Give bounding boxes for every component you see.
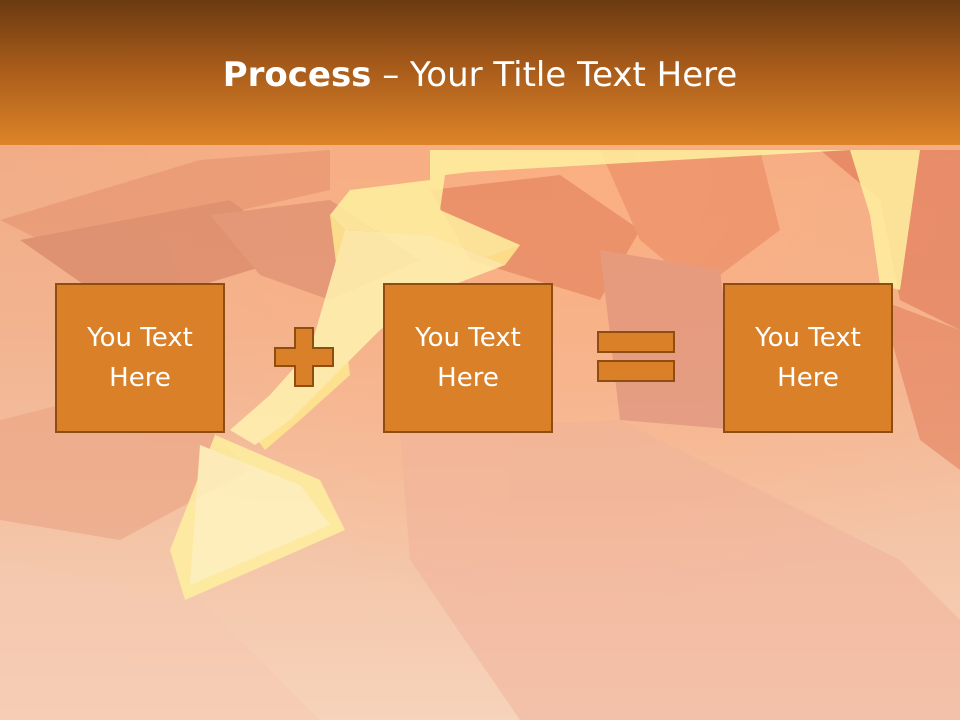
title-rest-text: – Your Title Text Here — [371, 55, 738, 95]
process-box-1[interactable]: You Text Here — [55, 283, 225, 433]
title-bold-text: Process — [222, 55, 372, 95]
title-bar: Process – Your Title Text Here — [0, 0, 960, 145]
plus-icon — [274, 327, 334, 387]
process-box-3-label: You Text Here — [755, 323, 861, 393]
process-box-3[interactable]: You Text Here — [723, 283, 893, 433]
equals-icon — [597, 331, 675, 382]
process-box-1-label: You Text Here — [87, 323, 193, 393]
process-box-2-label: You Text Here — [415, 323, 521, 393]
process-box-2[interactable]: You Text Here — [383, 283, 553, 433]
slide-title: Process – Your Title Text Here — [223, 55, 738, 95]
